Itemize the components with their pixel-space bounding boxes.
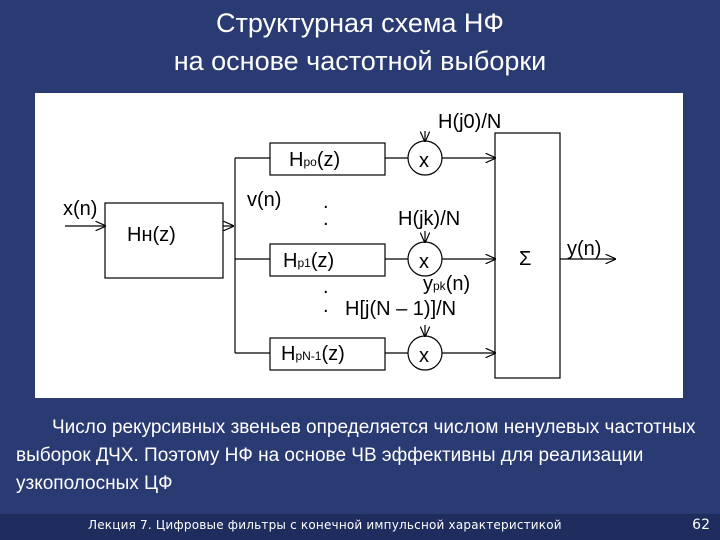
dot-1: . [323, 191, 329, 213]
block-diagram: H(j0)/N Hpo(z) x x(n) Hн(z) v(n) . . H(j… [35, 93, 683, 398]
output-label: y(n) [567, 238, 602, 260]
resonator-n1-label: HpN-1(z) [281, 343, 345, 365]
coef-hk-label: H(jk)/N [398, 208, 461, 230]
page-number: 62 [692, 517, 710, 533]
dot-2: . [323, 208, 329, 230]
comb-filter-box [104, 202, 224, 279]
summer-box [494, 132, 561, 379]
title-line-1: Структурная схема НФ [216, 8, 504, 38]
multiplier-n1-label: x [419, 345, 429, 367]
coef-h0-label: H(j0)/N [438, 111, 502, 133]
ypk-label: ypk(n) [423, 273, 471, 295]
comb-filter-label: Hн(z) [127, 224, 176, 246]
footer-lecture-title: Лекция 7. Цифровые фильтры с конечной им… [88, 518, 562, 532]
v-label: v(n) [247, 189, 282, 211]
resonator-n1-box [269, 337, 386, 371]
slide-title: Структурная схема НФ на основе частотной… [0, 4, 720, 80]
description-paragraph: Число рекурсивных звеньев определяется ч… [16, 417, 696, 494]
coef-hn1-label: H[j(N – 1)]/N [345, 298, 457, 320]
footer-bar: Лекция 7. Цифровые фильтры с конечной им… [0, 514, 720, 540]
resonator-0-label: Hpo(z) [289, 149, 341, 171]
dot-4: . [323, 295, 329, 317]
diagram-lines [65, 131, 683, 379]
multiplier-1-label: x [419, 251, 429, 273]
input-label: x(n) [63, 198, 98, 220]
resonator-1-box [269, 243, 386, 277]
title-line-2: на основе частотной выборки [173, 46, 547, 76]
summer-label: Σ [519, 248, 532, 270]
resonator-0-box [269, 142, 386, 176]
multiplier-0-label: x [419, 150, 429, 172]
resonator-1-label: Hp1(z) [283, 250, 335, 272]
dot-3: . [323, 276, 329, 298]
